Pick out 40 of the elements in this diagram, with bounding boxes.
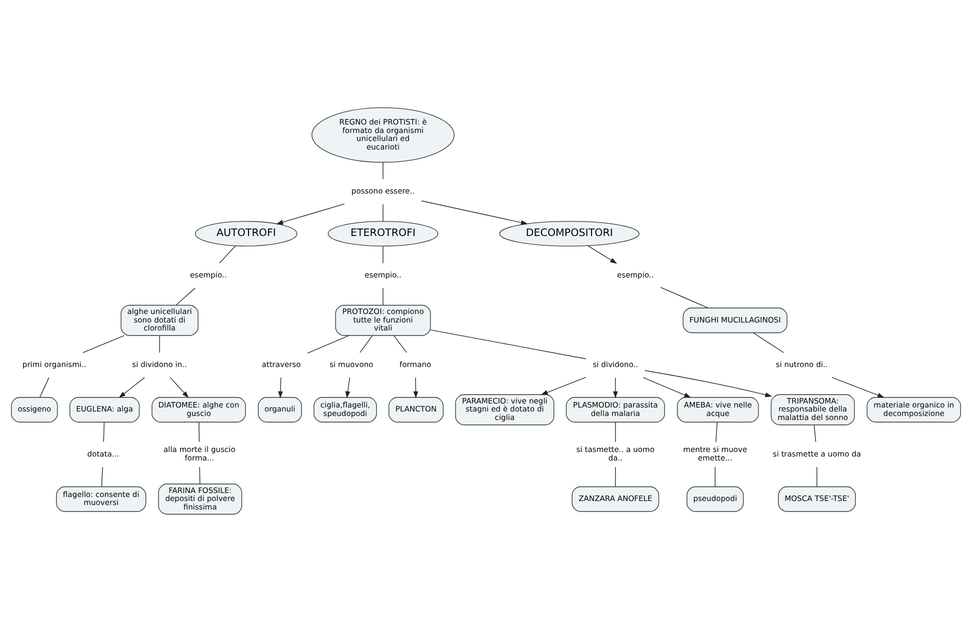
arrow	[345, 376, 350, 398]
connector	[159, 334, 160, 352]
connector	[382, 287, 384, 305]
arrow	[276, 203, 345, 224]
connector	[40, 376, 50, 398]
arrow	[642, 376, 692, 398]
connector	[176, 287, 196, 306]
connector	[382, 203, 384, 222]
connector	[382, 162, 384, 179]
arrow	[278, 376, 283, 398]
connector	[82, 334, 125, 352]
connector	[615, 421, 616, 442]
connector	[198, 421, 200, 442]
node-ellipse: AUTOTROFI	[195, 220, 298, 246]
connector	[716, 421, 718, 442]
connector	[814, 424, 816, 442]
connector	[660, 286, 708, 308]
arrow	[421, 200, 528, 224]
arrow	[613, 376, 618, 398]
arrow	[587, 244, 618, 264]
arrow	[644, 370, 772, 397]
arrow	[170, 376, 189, 398]
connector	[714, 466, 716, 486]
connector	[752, 332, 784, 352]
arrow	[832, 376, 884, 398]
connector	[394, 334, 407, 352]
connector	[103, 421, 105, 442]
connector	[615, 466, 616, 486]
node-ellipse: ETEROTROFI	[328, 220, 438, 246]
connector	[360, 334, 373, 352]
connector	[816, 466, 818, 486]
arrow	[540, 376, 586, 394]
arrow	[413, 376, 418, 398]
connector	[219, 245, 236, 263]
connector	[199, 466, 200, 484]
arrow	[118, 376, 145, 398]
connector	[101, 466, 103, 486]
connector	[430, 329, 586, 359]
connector	[307, 334, 350, 354]
connector	[382, 245, 384, 263]
